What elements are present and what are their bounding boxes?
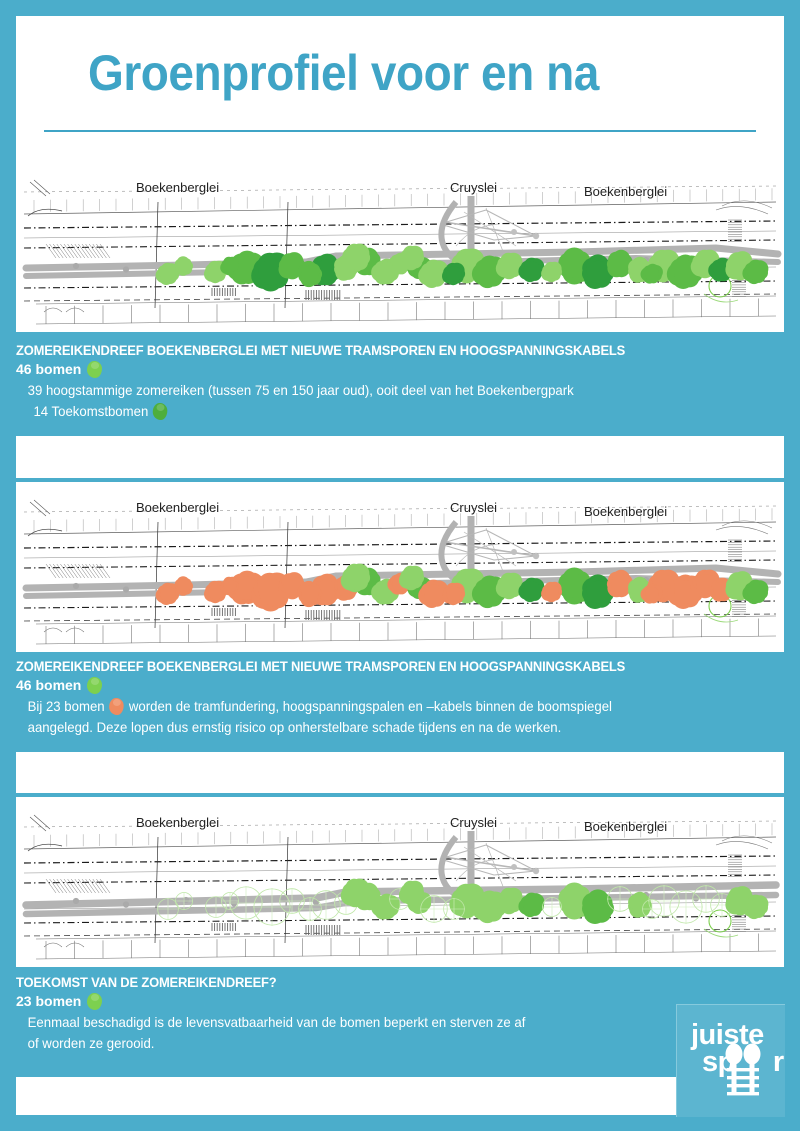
caption-line-3-1: of worden ze gerooid. — [27, 1036, 155, 1051]
caption-iconline-2: Bij 23 bomen worden de tramfundering, ho… — [16, 696, 761, 717]
logo-line-spoor: sp r — [702, 1048, 784, 1077]
caption-count-label-3: 23 bomen — [16, 993, 82, 1009]
page-title: Groenprofiel voor en na — [88, 45, 599, 101]
bottom-white-bar — [16, 1077, 678, 1115]
map-label-boekenberglei-left: Boekenberglei — [136, 180, 220, 195]
caption-iconline-1: 14 Toekomstbomen — [16, 401, 761, 422]
spacer-panel-1 — [16, 436, 784, 478]
caption-block-1: ZOMEREIKENDREEF BOEKENBERGLEI MET NIEUWE… — [16, 342, 784, 422]
caption-count-3: 23 bomen — [16, 991, 784, 1012]
map-label-cruyslei: Cruyslei — [450, 500, 497, 515]
map-label-boekenberglei-right: Boekenberglei — [584, 504, 668, 519]
tree-icon-orange — [109, 698, 125, 715]
logo-spoor-prefix: sp — [702, 1046, 735, 1078]
map-label-cruyslei: Cruyslei — [450, 815, 497, 830]
map-label-cruyslei: Cruyslei — [450, 180, 497, 195]
caption-line-3-0: Eenmaal beschadigd is de levensvatbaarhe… — [27, 1015, 526, 1030]
tree-icon-green — [87, 361, 103, 378]
caption-block-3: TOEKOMST VAN DE ZOMEREIKENDREEF? 23 bome… — [16, 974, 784, 1054]
site-plan-drawing — [22, 814, 780, 960]
caption-count-label-2: 46 bomen — [16, 677, 82, 693]
caption-title-1: ZOMEREIKENDREEF BOEKENBERGLEI MET NIEUWE… — [16, 343, 626, 358]
caption-count-2: 46 bomen — [16, 675, 784, 696]
map-label-boekenberglei-left: Boekenberglei — [136, 815, 220, 830]
caption-iconline-suffix-2: worden de tramfundering, hoogspanningspa… — [128, 699, 612, 714]
tree-icon-green — [87, 677, 103, 694]
caption-iconline-prefix-1: 14 Toekomstbomen — [33, 404, 149, 419]
map-label-boekenberglei-left: Boekenberglei — [136, 500, 220, 515]
caption-iconline-prefix-2: Bij 23 bomen — [27, 699, 105, 714]
map-panel-before: Boekenberglei Cruyslei Boekenberglei — [16, 162, 784, 332]
tree-icon-green — [87, 993, 103, 1010]
site-plan-drawing — [22, 179, 782, 325]
tree-icon-green-dark — [153, 403, 168, 420]
caption-line-2-0: aangelegd. Deze lopen dus ernstig risico… — [27, 720, 562, 735]
caption-block-2: ZOMEREIKENDREEF BOEKENBERGLEI MET NIEUWE… — [16, 658, 784, 738]
caption-count-label-1: 46 bomen — [16, 361, 82, 377]
site-plan-drawing — [22, 499, 782, 645]
map-panel-during: Boekenberglei Cruyslei Boekenberglei — [16, 482, 784, 652]
spacer-panel-2 — [16, 752, 784, 793]
caption-title-2: ZOMEREIKENDREEF BOEKENBERGLEI MET NIEUWE… — [16, 659, 626, 674]
map-panel-future: Boekenberglei Cruyslei Boekenberglei — [16, 797, 784, 967]
map-label-boekenberglei-right: Boekenberglei — [584, 184, 668, 199]
caption-count-1: 46 bomen — [16, 359, 784, 380]
logo-spoor-suffix: r — [772, 1046, 784, 1078]
caption-title-3: TOEKOMST VAN DE ZOMEREIKENDREEF? — [16, 975, 277, 990]
caption-line-1-0: 39 hoogstammige zomereiken (tussen 75 en… — [27, 383, 574, 398]
title-divider — [44, 130, 756, 132]
map-label-boekenberglei-right: Boekenberglei — [584, 819, 668, 834]
header-panel: Groenprofiel voor en na — [16, 16, 784, 162]
